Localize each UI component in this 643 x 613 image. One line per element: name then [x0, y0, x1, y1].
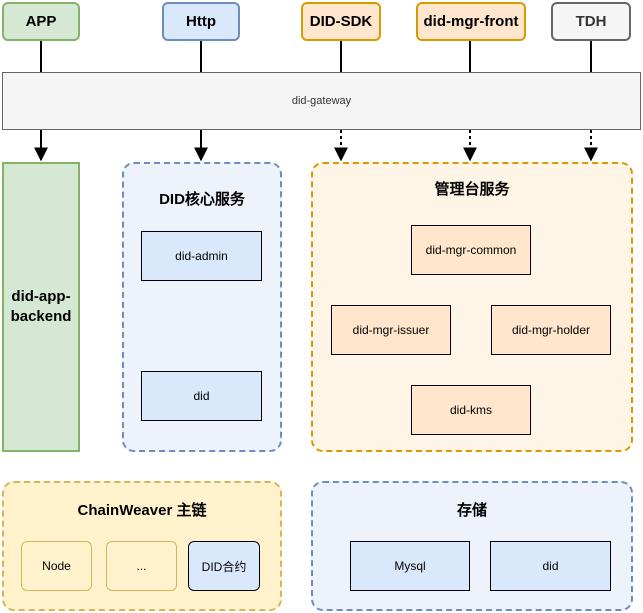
did-contract-node: DID合约: [188, 541, 260, 591]
admin-service-title: 管理台服务: [434, 181, 510, 198]
did-gateway: did-gateway: [2, 72, 641, 130]
did-core-service-title: DID核心服务: [159, 191, 245, 208]
backend-label-line1: did-app-: [11, 288, 71, 305]
did-mgr-common-node: did-mgr-common: [411, 225, 531, 275]
did-sdk-node: DID-SDK: [301, 2, 381, 41]
chainweaver-title: ChainWeaver 主链: [77, 502, 207, 519]
tdh-node: TDH: [551, 2, 631, 41]
backend-label-line2: backend: [10, 308, 72, 325]
did-app-backend: did-app- backend: [2, 162, 80, 452]
chain-ellipsis-node: ...: [106, 541, 177, 591]
did-node: did: [141, 371, 262, 421]
chain-node-node: Node: [21, 541, 92, 591]
did-mgr-front-node: did-mgr-front: [416, 2, 526, 41]
mysql-node: Mysql: [350, 541, 470, 591]
did-mgr-holder-node: did-mgr-holder: [491, 305, 611, 355]
storage-did-node: did: [490, 541, 611, 591]
did-mgr-issuer-node: did-mgr-issuer: [331, 305, 451, 355]
did-kms-node: did-kms: [411, 385, 531, 435]
storage-title: 存储: [456, 502, 487, 519]
http-node: Http: [162, 2, 240, 41]
did-admin-node: did-admin: [141, 231, 262, 281]
app-node: APP: [2, 2, 80, 41]
